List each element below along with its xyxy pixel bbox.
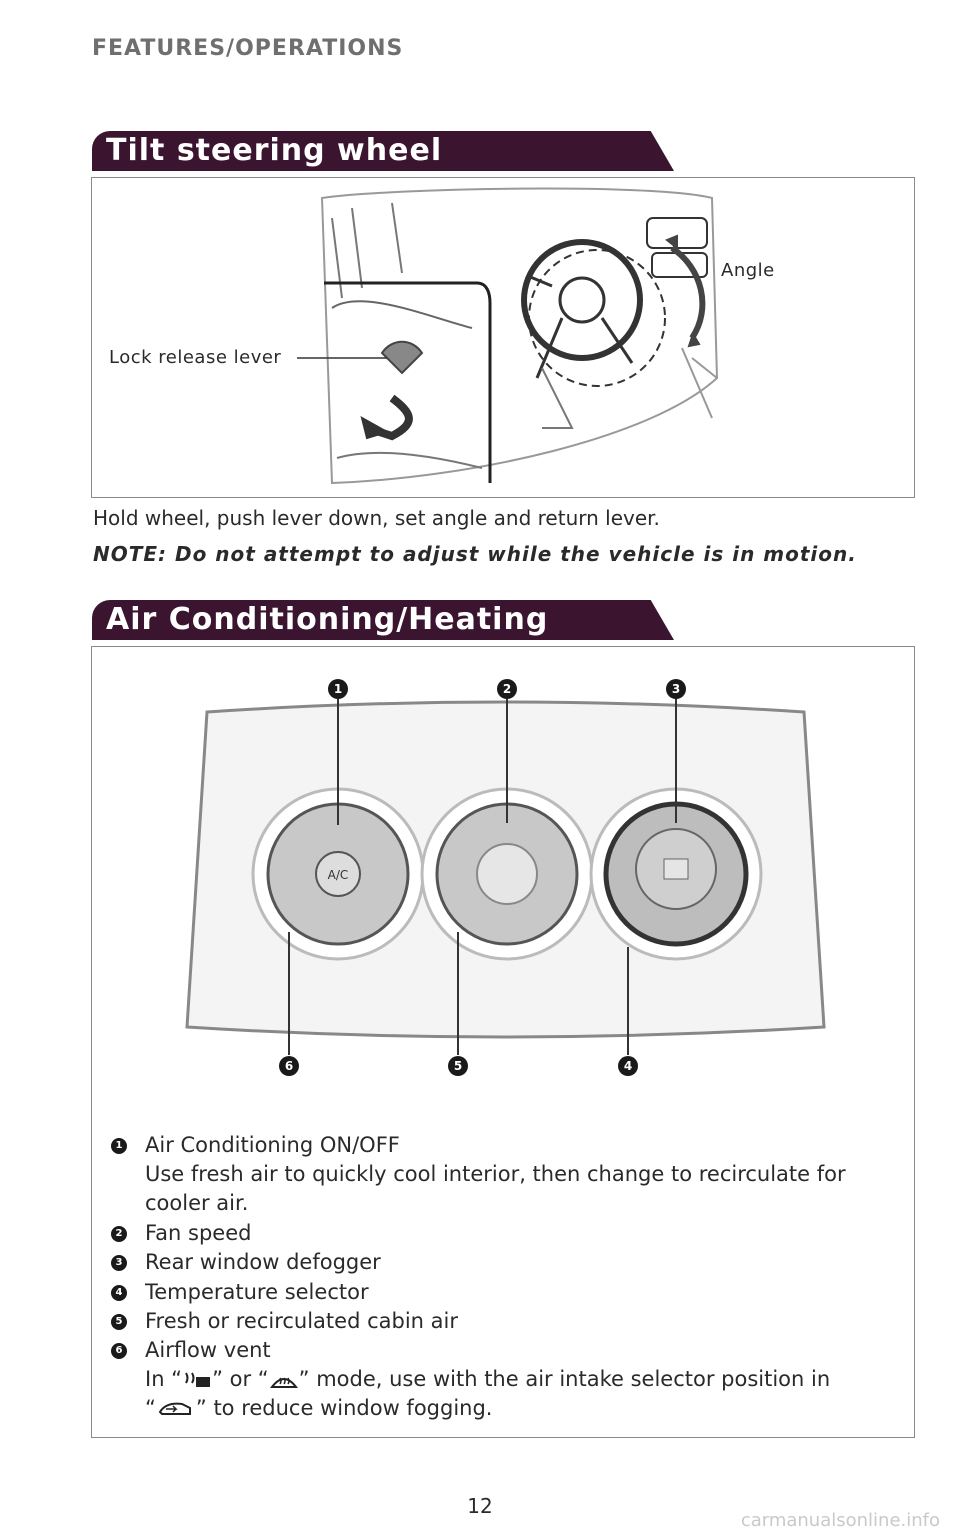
list-item: Fan speed — [145, 1221, 252, 1245]
item-label: Airflow vent — [145, 1338, 271, 1362]
ac-knob — [251, 787, 425, 961]
callout-badge-5: 5 — [448, 1056, 468, 1076]
page-number: 12 — [467, 1494, 493, 1518]
section-header: FEATURES/OPERATIONS — [92, 36, 404, 61]
windshield-defrost-icon — [269, 1377, 298, 1388]
item-badge-1: 1 — [111, 1138, 127, 1154]
steering-figure: Lock release lever Angle — [91, 177, 915, 498]
fan-speed-knob — [420, 787, 594, 961]
callout-badge-4: 4 — [618, 1056, 638, 1076]
list-item: Airflow vent In “” or “” mode, use with … — [145, 1336, 895, 1423]
list-item: Fresh or recirculated cabin air — [145, 1309, 458, 1333]
item-label: Air Conditioning ON/OFF — [145, 1133, 400, 1157]
fresh-air-intake-icon — [158, 1402, 191, 1415]
lock-release-lever-label: Lock release lever — [109, 347, 282, 368]
item-badge-6: 6 — [111, 1343, 127, 1359]
airflow-note: In “” or “” mode, use with the air intak… — [145, 1367, 831, 1420]
item-badge-5: 5 — [111, 1314, 127, 1330]
item-badge-3: 3 — [111, 1255, 127, 1271]
angle-label: Angle — [721, 260, 775, 281]
defrost-floor-icon — [185, 1372, 211, 1387]
ac-figure: A/C 1 2 3 6 5 4 — [91, 646, 915, 1438]
ac-knob-label: A/C — [328, 868, 349, 882]
callout-badge-6: 6 — [279, 1056, 299, 1076]
tilt-instruction: Hold wheel, push lever down, set angle a… — [93, 506, 660, 530]
list-item: Rear window defogger — [145, 1250, 381, 1274]
item-description: Use fresh air to quickly cool interior, … — [145, 1162, 846, 1215]
climate-control-panel: A/C — [185, 699, 826, 1055]
lock-lever-inset — [324, 281, 492, 483]
watermark: carmanualsonline.info — [740, 1510, 940, 1531]
callout-badge-2: 2 — [497, 679, 517, 699]
ac-section-title: Air Conditioning/Heating — [106, 602, 549, 637]
callout-badge-3: 3 — [666, 679, 686, 699]
tilt-section-banner: Tilt steering wheel — [92, 131, 674, 171]
list-item: Temperature selector — [145, 1280, 369, 1304]
list-item: Air Conditioning ON/OFF Use fresh air to… — [145, 1131, 895, 1218]
ac-section-banner: Air Conditioning/Heating — [92, 600, 674, 640]
item-badge-2: 2 — [111, 1226, 127, 1242]
item-badge-4: 4 — [111, 1285, 127, 1301]
tilt-note: NOTE: Do not attempt to adjust while the… — [93, 542, 857, 566]
tilt-section-title: Tilt steering wheel — [106, 133, 443, 168]
callout-badge-1: 1 — [328, 679, 348, 699]
steering-wheel-illustration — [297, 187, 719, 485]
temperature-knob — [589, 787, 763, 961]
